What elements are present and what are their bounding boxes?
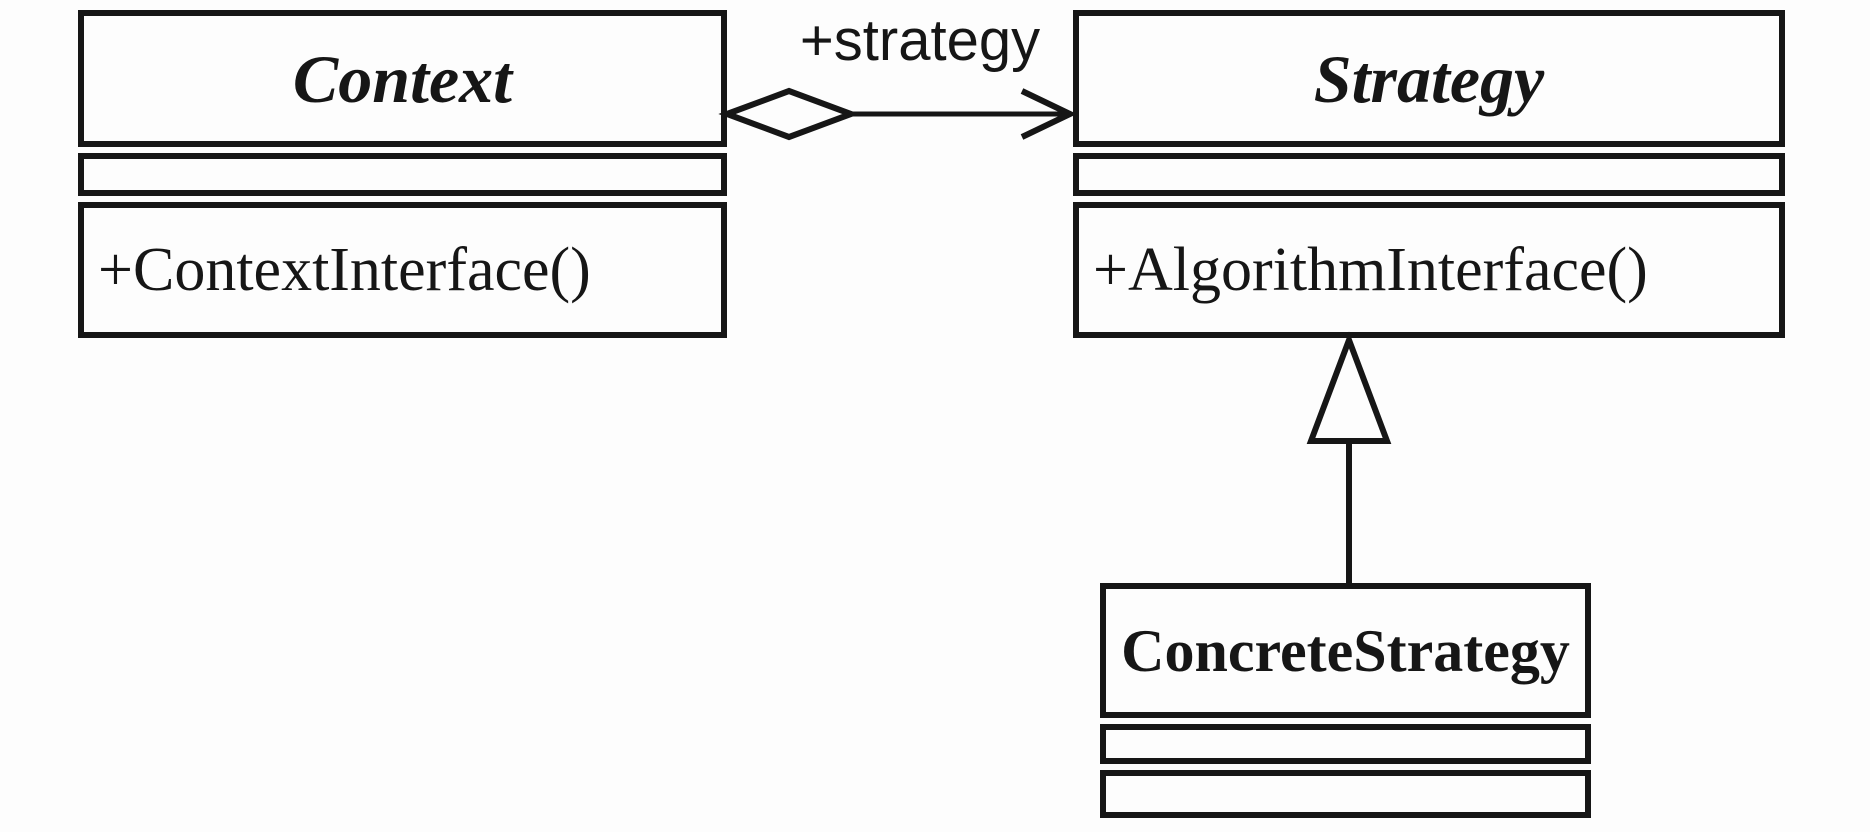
generalization-triangle-icon [1306, 331, 1392, 444]
context-attributes-compartment [78, 153, 727, 196]
association-label-strategy: +strategy [799, 8, 1041, 73]
strategy-title-compartment: Strategy [1073, 10, 1785, 147]
concrete-strategy-methods-compartment [1100, 770, 1591, 818]
class-box-context: Context +ContextInterface() [78, 10, 727, 338]
strategy-method: +AlgorithmInterface() [1093, 236, 1648, 304]
context-methods-compartment: +ContextInterface() [78, 202, 727, 338]
class-box-concrete-strategy: ConcreteStrategy [1100, 583, 1591, 818]
strategy-class-name: Strategy [1313, 40, 1545, 117]
context-class-name: Context [292, 40, 513, 117]
strategy-attributes-compartment [1073, 153, 1785, 196]
context-method: +ContextInterface() [98, 236, 591, 304]
concrete-strategy-title-compartment: ConcreteStrategy [1100, 583, 1591, 718]
strategy-methods-compartment: +AlgorithmInterface() [1073, 202, 1785, 338]
context-title-compartment: Context [78, 10, 727, 147]
concrete-strategy-attributes-compartment [1100, 724, 1591, 764]
aggregation-diamond-icon [718, 87, 860, 141]
class-box-strategy: Strategy +AlgorithmInterface() [1073, 10, 1785, 338]
concrete-strategy-class-name: ConcreteStrategy [1121, 617, 1570, 684]
open-arrowhead-icon [1020, 88, 1077, 140]
